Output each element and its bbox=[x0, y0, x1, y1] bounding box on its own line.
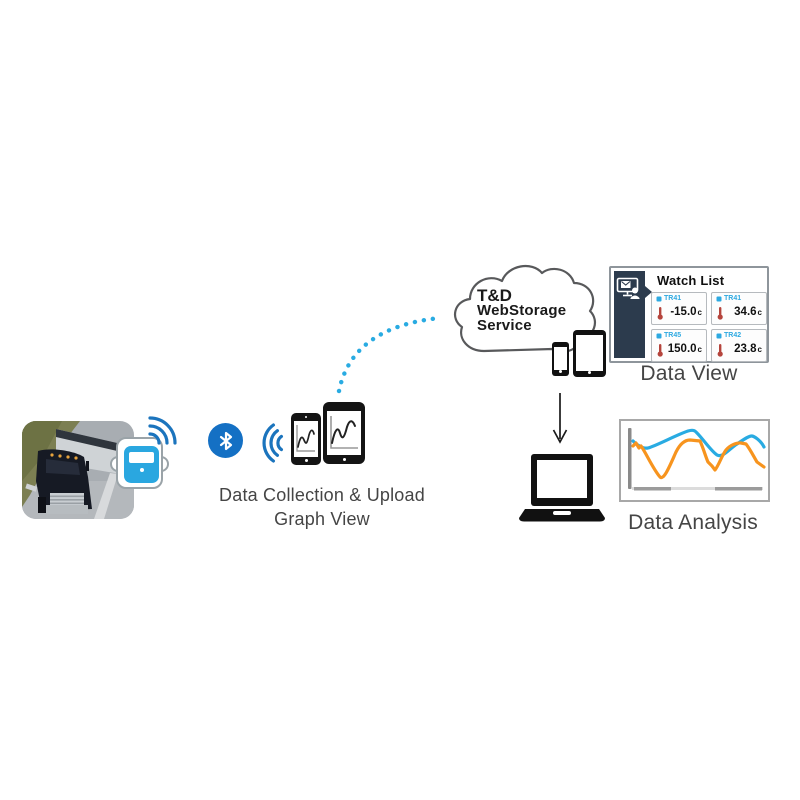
thermometer-icon bbox=[717, 344, 723, 357]
radio-waves-icon bbox=[262, 423, 283, 463]
smartphone-icon bbox=[552, 342, 569, 376]
sensor-name: TR41 bbox=[664, 295, 682, 302]
watch-list-grid: TR41 -15.0 c TR41 34.6 c bbox=[651, 292, 767, 362]
sensor-value: -15.0 bbox=[670, 306, 697, 318]
sensor-name: TR45 bbox=[664, 332, 682, 339]
cloud-tablet-screen bbox=[576, 335, 603, 371]
down-arrow-icon bbox=[552, 393, 568, 444]
collection-caption: Data Collection & Upload Graph View bbox=[177, 483, 467, 531]
watch-list-panel: Watch List TR41 -15.0 c TR41 bbox=[609, 266, 769, 363]
sensor-value: 23.8 bbox=[734, 343, 757, 355]
analysis-chart-panel bbox=[619, 419, 770, 502]
sensor-label-row: TR45 bbox=[656, 332, 702, 340]
bluetooth-rune bbox=[219, 431, 232, 450]
logger-badge bbox=[110, 437, 169, 489]
tablet-home-button bbox=[342, 458, 346, 461]
monitor-mail-icon bbox=[616, 277, 640, 299]
truck-illustration bbox=[22, 421, 134, 519]
bluetooth-icon bbox=[208, 423, 243, 458]
watch-list-sidebar bbox=[614, 271, 645, 358]
sensor-value-row: 23.8 c bbox=[716, 343, 762, 357]
cloud-line3: Service bbox=[477, 317, 532, 334]
mini-graph bbox=[296, 425, 315, 452]
radio-waves-icon bbox=[148, 416, 177, 445]
sensor-card: TR42 23.8 c bbox=[711, 329, 767, 362]
sensor-unit: c bbox=[757, 308, 762, 317]
sensor-name: TR42 bbox=[724, 332, 742, 339]
sensor-value: 150.0 bbox=[667, 343, 697, 355]
logger-badge-body bbox=[116, 437, 163, 489]
cloud-tablet-home bbox=[588, 371, 591, 374]
data-analysis-caption: Data Analysis bbox=[628, 511, 758, 534]
phone-speaker bbox=[305, 416, 307, 418]
mini-graph bbox=[330, 416, 358, 449]
tablet-screen bbox=[327, 411, 361, 455]
sensor-label-row: TR41 bbox=[656, 295, 702, 303]
cloud-line2: WebStorage bbox=[477, 302, 567, 319]
sensor-icon bbox=[716, 333, 722, 339]
phone-home-button bbox=[304, 459, 308, 462]
laptop-icon bbox=[519, 454, 605, 522]
cloud-line1: T&D bbox=[477, 286, 512, 305]
sensor-name: TR41 bbox=[724, 295, 742, 302]
data-view-caption: Data View bbox=[640, 362, 738, 385]
sensor-value: 34.6 bbox=[734, 306, 757, 318]
sensor-icon bbox=[656, 333, 662, 339]
logger-display bbox=[129, 452, 154, 463]
sensor-unit: c bbox=[757, 345, 762, 354]
sensor-icon bbox=[716, 296, 722, 302]
sensor-label-row: TR42 bbox=[716, 332, 762, 340]
sensor-value-row: 34.6 c bbox=[716, 306, 762, 320]
upload-dotted-arc bbox=[336, 315, 443, 394]
thermometer-icon bbox=[717, 307, 723, 320]
collection-caption-line2: Graph View bbox=[274, 509, 370, 529]
cloud-phone-screen bbox=[554, 347, 567, 370]
sidebar-tail bbox=[645, 286, 652, 298]
collection-caption-line1: Data Collection & Upload bbox=[219, 485, 425, 505]
sensor-unit: c bbox=[697, 345, 702, 354]
sensor-label-row: TR41 bbox=[716, 295, 762, 303]
sensor-card: TR41 34.6 c bbox=[711, 292, 767, 325]
sensor-card: TR41 -15.0 c bbox=[651, 292, 707, 325]
sensor-icon bbox=[656, 296, 662, 302]
line-chart-icon bbox=[628, 428, 766, 491]
logger-button bbox=[140, 468, 144, 472]
tablet-graph-icon bbox=[323, 402, 365, 464]
tablet-icon bbox=[573, 330, 606, 377]
cloud-phone-home bbox=[559, 370, 562, 373]
sensor-value-row: -15.0 c bbox=[656, 306, 702, 320]
sensor-value-row: 150.0 c bbox=[656, 343, 702, 357]
smartphone-graph-icon bbox=[291, 413, 321, 465]
watch-list-title: Watch List bbox=[657, 273, 725, 288]
cloud-service-name: T&D WebStorage Service bbox=[477, 286, 567, 334]
truck-photo bbox=[22, 421, 134, 519]
phone-screen bbox=[294, 421, 318, 457]
thermometer-icon bbox=[657, 307, 663, 320]
sensor-unit: c bbox=[697, 308, 702, 317]
data-logger-icon bbox=[124, 446, 159, 483]
sensor-card: TR45 150.0 c bbox=[651, 329, 707, 362]
thermometer-icon bbox=[657, 344, 663, 357]
